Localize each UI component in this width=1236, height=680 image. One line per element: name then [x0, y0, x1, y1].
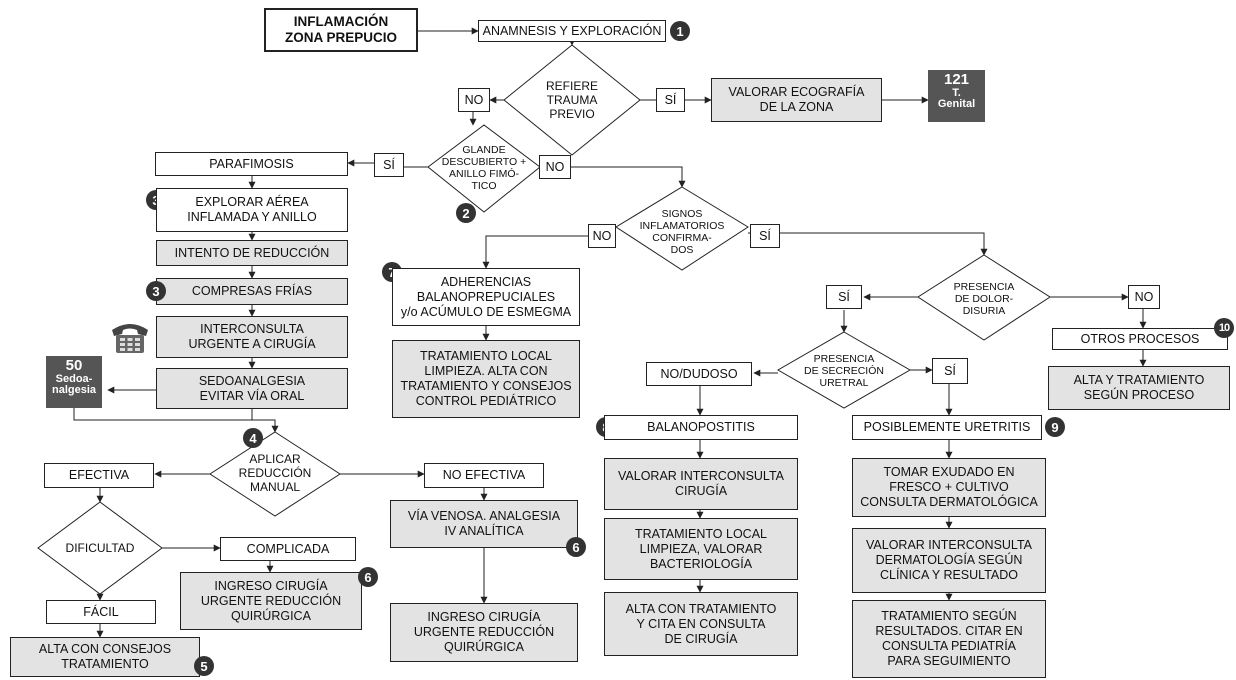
exudado-box: TOMAR EXUDADO EN FRESCO + CULTIVO CONSUL… [852, 458, 1046, 517]
anamnesis-box: ANAMNESIS Y EXPLORACIÓN [478, 20, 666, 42]
balanopostitis-box: BALANOPOSTITIS [604, 415, 798, 440]
decision-trauma-shape [503, 44, 641, 156]
compresas-box: COMPRESAS FRÍAS [156, 278, 348, 305]
label-si-secrecion: SÍ [932, 358, 968, 384]
decision-dificultad: DIFICULTAD [65, 541, 135, 555]
badge-9: 9 [1045, 417, 1065, 437]
ref-tgenital-label: T. Genital [937, 87, 976, 110]
intento-box: INTENTO DE REDUCCIÓN [156, 240, 348, 266]
explorar-box: EXPLORAR AÉREA INFLAMADA Y ANILLO [156, 188, 348, 232]
telephone-icon [112, 324, 148, 353]
label-complicada: COMPLICADA [220, 537, 356, 561]
interconsulta-box: INTERCONSULTA URGENTE A CIRUGÍA [156, 316, 348, 358]
badge-2: 2 [456, 203, 476, 223]
via-venosa-box: VÍA VENOSA. ANALGESIA IV ANALÍTICA [390, 500, 578, 548]
label-facil: FÁCIL [46, 600, 156, 624]
badge-10: 10 [1214, 318, 1234, 338]
start-inflamacion-box: INFLAMACIÓN ZONA PREPUCIO [264, 8, 418, 52]
label-no-dudoso: NO/DUDOSO [646, 362, 752, 386]
valorar-cirugia-box: VALORAR INTERCONSULTA CIRUGÍA [604, 458, 798, 510]
otros-procesos-box: OTROS PROCESOS [1052, 328, 1228, 350]
tratamiento-resultados-box: TRATAMIENTO SEGÚN RESULTADOS. CITAR EN C… [852, 600, 1046, 678]
decision-secrecion: PRESENCIA DE SECRECIÓN URETRAL [804, 353, 884, 389]
uretritis-box: POSIBLEMENTE URETRITIS [852, 415, 1042, 440]
badge-6a: 6 [566, 537, 586, 557]
adherencias-box: ADHERENCIAS BALANOPREPUCIALES y/o ACÚMUL… [392, 268, 580, 326]
label-si-dolor: SÍ [826, 285, 862, 309]
label-no-trauma: NO [458, 88, 490, 112]
ingreso-cirugia-box-1: INGRESO CIRUGÍA URGENTE REDUCCIÓN QUIRÚR… [180, 572, 362, 630]
decision-dolor-shape [917, 254, 1051, 341]
badge-6b: 6 [358, 567, 378, 587]
ref-sedo-label: Sedoa- nalgesia [51, 373, 97, 396]
badge-1: 1 [670, 21, 690, 41]
alta-consejos-box: ALTA CON CONSEJOS TRATAMIENTO [10, 637, 200, 677]
badge-4: 4 [243, 428, 263, 448]
label-no-signos: NO [588, 224, 616, 248]
decision-secrecion-shape [776, 331, 912, 409]
label-no-glande: NO [539, 155, 571, 179]
ingreso-cirugia-box-2: INGRESO CIRUGÍA URGENTE REDUCCIÓN QUIRÚR… [390, 603, 578, 662]
alta-proceso-box: ALTA Y TRATAMIENTO SEGÚN PROCESO [1048, 366, 1230, 410]
ref-tgenital-number: 121 [943, 71, 970, 88]
valorar-dermatologia-box: VALORAR INTERCONSULTA DERMATOLOGÍA SEGÚN… [852, 528, 1046, 593]
decision-trauma: REFIERE TRAUMA PREVIO [545, 79, 598, 121]
decision-signos-shape [615, 186, 749, 271]
decision-reduccion-shape [209, 431, 341, 517]
ecografia-box: VALORAR ECOGRAFÍA DE LA ZONA [711, 78, 882, 122]
decision-glande-shape [427, 124, 541, 213]
label-no-dolor: NO [1128, 285, 1160, 309]
parafimosis-box: PARAFIMOSIS [155, 152, 348, 176]
sedoanalgesia-box: SEDOANALGESIA EVITAR VÍA ORAL [156, 368, 348, 409]
label-si-signos: SÍ [750, 224, 780, 248]
decision-glande: GLANDE DESCUBIERTO + ANILLO FIMÓ- TICO [441, 144, 527, 192]
badge-3b: 3 [146, 281, 166, 301]
badge-5: 5 [194, 656, 214, 676]
decision-reduccion: APLICAR REDUCCIÓN MANUAL [238, 452, 312, 494]
label-si-trauma: SÍ [656, 88, 685, 112]
decision-signos: SIGNOS INFLAMATORIOS CONFIRMA- DOS [639, 208, 725, 256]
tratamiento-bacteriologia-box: TRATAMIENTO LOCAL LIMPIEZA, VALORAR BACT… [604, 518, 798, 580]
label-efectiva: EFECTIVA [44, 463, 154, 488]
ref-tgenital: 121 T. Genital [928, 70, 985, 122]
label-no-efectiva: NO EFECTIVA [424, 463, 544, 488]
label-si-glande: SÍ [374, 153, 404, 177]
decision-dolor: PRESENCIA DE DOLOR- DISURIA [953, 281, 1015, 317]
alta-cita-box: ALTA CON TRATAMIENTO Y CITA EN CONSULTA … [604, 592, 798, 656]
tratamiento-local-box: TRATAMIENTO LOCAL LIMPIEZA. ALTA CON TRA… [392, 340, 580, 418]
ref-sedo-number: 50 [65, 357, 83, 374]
ref-sedoanalgesia: 50 Sedoa- nalgesia [46, 356, 102, 408]
